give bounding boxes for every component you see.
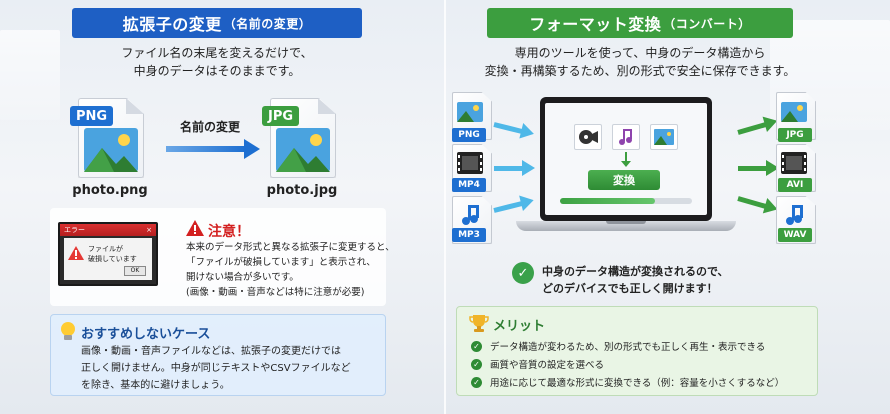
arrow-right-icon (493, 122, 536, 142)
image-icon (276, 128, 330, 172)
arrow-down-icon (621, 152, 631, 167)
background-window (0, 30, 60, 120)
rename-arrow-label: 名前の変更 (180, 120, 241, 134)
caution-line2: 「ファイルが破損しています」と表示され、 (186, 257, 376, 268)
music-note-icon (462, 205, 479, 225)
arrow-right-icon (737, 113, 780, 135)
left-subtitle-line1: ファイル名の末尾を変えるだけで、 (121, 46, 313, 60)
left-title-suffix: （名前の変更） (223, 16, 312, 31)
right-title-text: フォーマット変換 (529, 15, 662, 34)
arrow-right-icon (737, 196, 780, 218)
check-icon: ✓ (471, 358, 482, 370)
warning-icon (186, 220, 204, 236)
tip-line2: 正しく開けません。中身が同じテキストやCSVファイルなど (81, 363, 351, 374)
merit-item-text: 用途に応じて最適な形式に変換できる（例：容量を小さくするなど） (490, 378, 785, 389)
right-title-suffix: （コンバート） (663, 16, 751, 31)
caution-line3: 開けない場合が多いです。 (186, 272, 299, 283)
merit-item: ✓ 画質や音質の設定を選べる (471, 357, 604, 371)
jpg-output-badge: JPG (778, 128, 812, 142)
source-file-name: photo.png (72, 183, 148, 198)
dialog-message: ファイルが 破損しています (88, 244, 137, 264)
dialog-body: ファイルが 破損しています OK (64, 238, 152, 280)
mp4-input-badge: MP4 (452, 178, 486, 192)
close-icon: × (146, 226, 152, 234)
arrow-right-icon (493, 192, 536, 213)
right-subtitle-line1: 専用のツールを使って、中身のデータ構造から (514, 46, 766, 60)
music-note-icon (612, 124, 640, 150)
result-line2: どのデバイスでも正しく開けます！ (542, 282, 718, 295)
dialog-title-bar: エラー × (60, 224, 156, 236)
target-file-name: photo.jpg (266, 183, 338, 198)
film-icon (574, 124, 602, 150)
merit-item: ✓ データ構造が変わるため、別の形式でも正しく再生・表示できる (471, 339, 765, 353)
laptop-base (516, 221, 736, 231)
tip-text: 画像・動画・音声ファイルなどは、拡張子の変更だけでは 正しく開けません。中身が同… (81, 343, 351, 394)
caution-line4: (画像・動画・音声などは特に注意が必要) (186, 287, 365, 298)
left-title: 拡張子の変更（名前の変更） (72, 8, 362, 38)
mp3-input-badge: MP3 (452, 228, 486, 242)
dialog-message-line1: ファイルが (88, 245, 123, 253)
merit-item-text: データ構造が変わるため、別の形式でも正しく再生・表示できる (490, 342, 766, 353)
lightbulb-icon (61, 322, 75, 340)
arrow-right-icon (738, 160, 779, 176)
warning-icon (68, 246, 84, 260)
dialog-message-line2: 破損しています (88, 255, 137, 263)
left-subtitle-line2: 中身のデータはそのままです。 (133, 64, 301, 78)
image-icon (781, 102, 807, 122)
arrow-right-icon (166, 146, 246, 152)
merit-panel: メリット ✓ データ構造が変わるため、別の形式でも正しく再生・表示できる ✓ 画… (456, 306, 818, 396)
tip-line1: 画像・動画・音声ファイルなどは、拡張子の変更だけでは (81, 346, 341, 357)
left-subtitle: ファイル名の末尾を変えるだけで、 中身のデータはそのままです。 (72, 44, 362, 80)
avi-output-badge: AVI (778, 178, 812, 192)
right-subtitle: 専用のツールを使って、中身のデータ構造から 変換・再構築するため、別の形式で安全… (462, 44, 818, 80)
dialog-title: エラー (64, 226, 85, 234)
wav-output-badge: WAV (778, 228, 812, 242)
film-icon (457, 152, 483, 174)
progress-fill (560, 198, 656, 204)
convert-button: 変換 (588, 170, 660, 190)
image-icon (84, 128, 138, 172)
result-text: 中身のデータ構造が変換されるので、 どのデバイスでも正しく開けます！ (542, 263, 729, 297)
arrow-head (244, 139, 260, 159)
merit-item: ✓ 用途に応じて最適な形式に変換できる（例：容量を小さくするなど） (471, 375, 784, 389)
merit-item-text: 画質や音質の設定を選べる (490, 360, 605, 371)
right-title: フォーマット変換（コンバート） (487, 8, 793, 38)
check-icon: ✓ (471, 376, 482, 388)
dialog-ok-button: OK (124, 266, 146, 276)
trophy-icon (469, 315, 489, 332)
caution-panel: エラー × ファイルが 破損しています OK 注意！ 本来のデータ形式と異なる拡… (50, 208, 395, 306)
error-dialog: エラー × ファイルが 破損しています OK (58, 222, 158, 286)
image-icon (650, 124, 678, 150)
check-icon: ✓ (512, 262, 534, 284)
merit-title: メリット (493, 319, 546, 334)
film-icon (781, 152, 807, 174)
left-title-text: 拡張子の変更 (122, 15, 222, 34)
jpg-badge: JPG (262, 106, 300, 126)
arrow-right-icon (494, 160, 535, 176)
laptop-notch (606, 221, 646, 224)
image-icon (457, 102, 483, 122)
png-badge: PNG (70, 106, 114, 126)
png-input-badge: PNG (452, 128, 486, 142)
tip-line3: を除き、基本的に避けましょう。 (81, 380, 230, 391)
right-subtitle-line2: 変換・再構築するため、別の形式で安全に保存できます。 (484, 64, 796, 78)
caution-line1: 本来のデータ形式と異なる拡張子に変更すると、 (186, 242, 395, 253)
tip-title: おすすめしないケース (81, 327, 211, 342)
progress-bar (560, 198, 692, 204)
result-line1: 中身のデータ構造が変換されるので、 (542, 265, 729, 278)
music-note-icon (786, 205, 803, 225)
not-recommended-panel: おすすめしないケース 画像・動画・音声ファイルなどは、拡張子の変更だけでは 正し… (50, 314, 386, 396)
caution-text: 本来のデータ形式と異なる拡張子に変更すると、 「ファイルが破損しています」と表示… (186, 240, 395, 300)
check-icon: ✓ (471, 340, 482, 352)
section-divider (444, 0, 446, 414)
caution-title: 注意！ (208, 224, 250, 240)
